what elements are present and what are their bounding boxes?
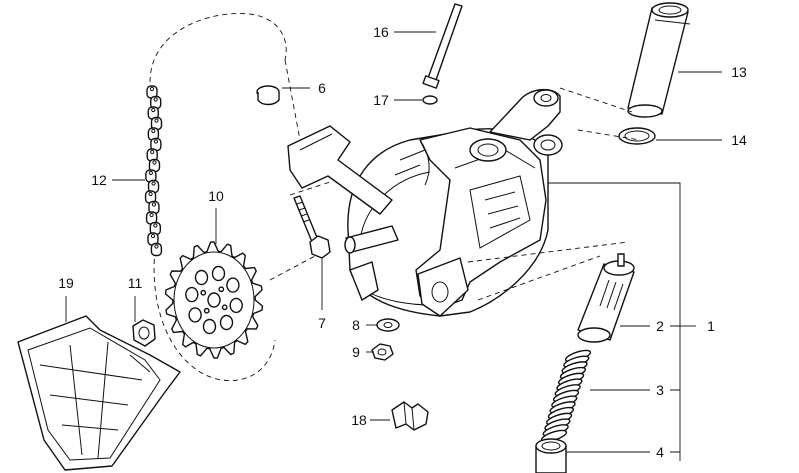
- screw-plug: [256, 85, 280, 106]
- callout-3: 3: [656, 382, 664, 398]
- sprocket-nut: [132, 319, 156, 347]
- suction-pipe: [627, 2, 691, 118]
- washer: [376, 318, 400, 332]
- callout-19: 19: [58, 275, 74, 291]
- callout-18: 18: [351, 412, 367, 428]
- spring-sleeve: [535, 438, 567, 473]
- oil-dipstick-tube: [422, 3, 463, 89]
- callout-14: 14: [731, 132, 747, 148]
- sealing-ring-17: [422, 95, 438, 105]
- sprocket: [164, 241, 264, 359]
- callout-13: 13: [731, 64, 747, 80]
- callout-4: 4: [656, 444, 664, 460]
- callout-8: 8: [352, 317, 360, 333]
- chain-guard: [17, 315, 181, 471]
- relief-spring: [540, 349, 592, 443]
- callout-9: 9: [352, 344, 360, 360]
- timing-chain: [144, 13, 331, 381]
- leader-lines: [65, 31, 722, 461]
- callout-12: 12: [91, 172, 107, 188]
- retaining-clip: [391, 401, 429, 431]
- relief-piston: [577, 253, 635, 343]
- mounting-bolt: [293, 195, 331, 259]
- callout-11: 11: [128, 275, 143, 291]
- callout-2: 2: [656, 318, 664, 334]
- callout-7: 7: [318, 315, 326, 331]
- callout-17: 17: [373, 92, 389, 108]
- callout-labels: 1 2 3 4 6 7 8 9 10 11 12 13 14 16 17 18 …: [58, 24, 747, 460]
- hex-nut: [371, 343, 394, 361]
- callout-6: 6: [318, 80, 326, 96]
- o-ring-14: [618, 127, 656, 145]
- oil-pump-body: [287, 89, 563, 317]
- callout-1: 1: [707, 318, 715, 334]
- callout-10: 10: [208, 188, 224, 204]
- callout-16: 16: [373, 24, 389, 40]
